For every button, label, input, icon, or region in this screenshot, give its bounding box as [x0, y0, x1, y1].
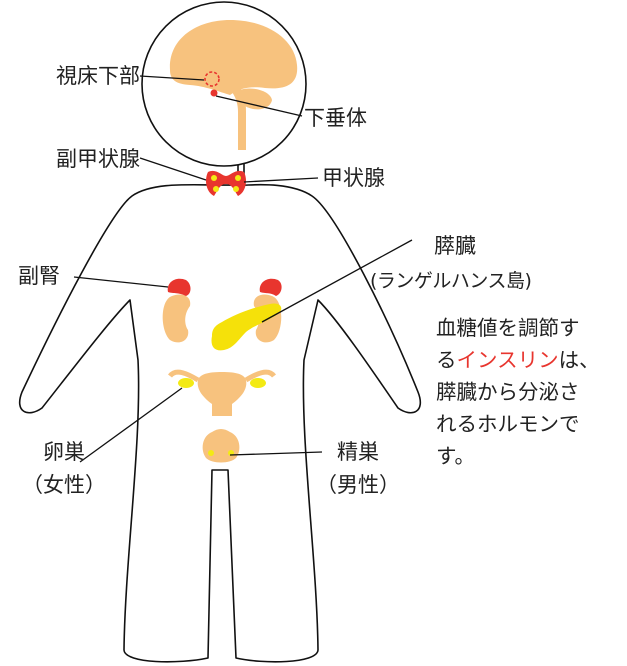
thyroid	[206, 171, 246, 196]
note-line-1: 血糖値を調節す	[436, 312, 626, 344]
insulin-note: 血糖値を調節す るインスリンは、 膵臓から分泌さ れるホルモンで す。	[436, 312, 626, 472]
uterus	[198, 372, 247, 416]
note-line-2-post: は、	[559, 348, 600, 372]
hypothalamus-label: 視床下部	[56, 66, 140, 87]
testis-label-block: 精巣 （男性）	[304, 436, 412, 502]
parathyroid-dot	[235, 175, 241, 181]
pancreas-label: 膵臓	[434, 236, 476, 257]
note-line-2-pre: る	[436, 348, 457, 372]
ovary-left	[178, 378, 194, 388]
adrenal-label: 副腎	[18, 266, 60, 287]
parathyroid-dot	[233, 186, 239, 192]
note-line-5: す。	[436, 440, 626, 472]
testes	[203, 429, 240, 463]
pituitary-label: 下垂体	[304, 108, 367, 129]
adrenal-left	[168, 279, 191, 296]
note-line-2: るインスリンは、	[436, 344, 626, 376]
ovary-label-block: 卵巣 （女性）	[10, 436, 118, 502]
thyroid-label: 甲状腺	[322, 168, 385, 189]
parathyroid-dot	[213, 186, 219, 192]
note-line-3: 膵臓から分泌さ	[436, 376, 626, 408]
testis-label: 精巣	[304, 436, 412, 469]
kidney-left	[163, 294, 191, 342]
testis-sublabel: （男性）	[304, 469, 412, 502]
ovary-right	[250, 378, 266, 388]
ovary-label: 卵巣	[10, 436, 118, 469]
note-line-4: れるホルモンで	[436, 408, 626, 440]
ovary-sublabel: （女性）	[10, 469, 118, 502]
testis-dot	[208, 450, 214, 456]
parathyroid-dot	[211, 175, 217, 181]
pancreas-sublabel: (ランゲルハンス島)	[370, 272, 531, 291]
adrenal-right	[260, 279, 282, 296]
insulin-highlight: インスリン	[457, 348, 559, 372]
parathyroid-label: 副甲状腺	[56, 149, 140, 170]
